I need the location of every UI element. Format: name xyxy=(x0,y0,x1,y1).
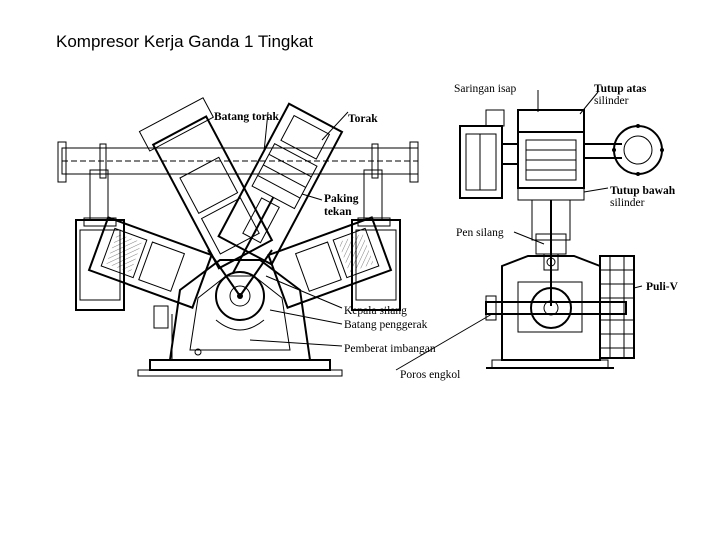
label-pemberat-imbangan: Pemberat imbangan xyxy=(344,343,436,355)
label-tutup-bawah: Tutup bawah xyxy=(610,185,676,197)
label-batang-torak: Batang torak xyxy=(214,111,279,123)
label-saringan-isap: Saringan isap xyxy=(454,83,517,95)
label-batang-penggerak: Batang penggerak xyxy=(344,319,428,331)
label-tutup-atas: Tutup atas xyxy=(594,83,647,95)
label-puli-v: Puli-V xyxy=(646,281,679,293)
leader-lines xyxy=(249,90,643,371)
compressor-diagram: Batang torak Torak Paking tekan Saringan… xyxy=(57,83,679,381)
label-poros-engkol: Poros engkol xyxy=(400,369,460,381)
label-pen-silang: Pen silang xyxy=(456,227,504,239)
vertical-compressor-drawing xyxy=(459,109,664,369)
label-paking: Paking xyxy=(324,193,359,205)
v-compressor-drawing xyxy=(57,97,419,377)
label-tutup-atas-2: silinder xyxy=(594,95,629,107)
diagram-labels: Batang torak Torak Paking tekan Saringan… xyxy=(214,83,679,381)
label-kepala-silang: Kepala silang xyxy=(344,305,407,317)
label-tekan: tekan xyxy=(324,206,352,218)
label-torak: Torak xyxy=(348,113,378,125)
slide-title: Kompresor Kerja Ganda 1 Tingkat xyxy=(56,32,314,51)
label-tutup-bawah-2: silinder xyxy=(610,197,645,209)
